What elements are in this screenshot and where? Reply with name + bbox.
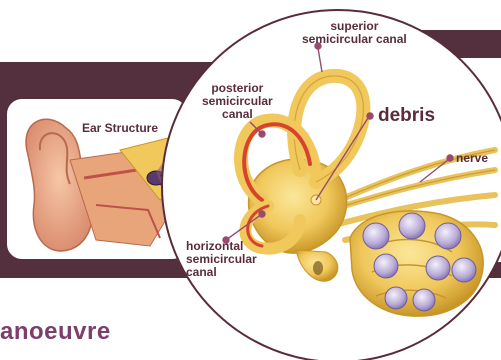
posterior-canal-label-line3: canal [202, 108, 273, 121]
cochlea-chamber [426, 256, 450, 280]
debris-label: debris [378, 106, 435, 126]
superior-canal-label: superior semicircular canal [302, 20, 407, 46]
nerve-label: nerve [456, 152, 488, 165]
cochlea-chamber [363, 223, 389, 249]
cochlea-chamber [374, 254, 398, 278]
posterior-canal-label: posterior semicircular canal [202, 82, 273, 121]
cochlea-chamber [435, 223, 461, 249]
superior-canal-label-line2: semicircular canal [302, 33, 407, 46]
cochlea-chamber [385, 287, 407, 309]
ear-structure-label: Ear Structure [82, 122, 158, 135]
horizontal-canal-label: horizontal semicircular canal [186, 240, 257, 279]
cochlea-chamber [452, 258, 476, 282]
horizontal-canal-label-line3: canal [186, 266, 257, 279]
footer-title: anoeuvre [0, 318, 111, 346]
cochlea-chamber [399, 213, 425, 239]
cochlea-chamber [413, 289, 435, 311]
